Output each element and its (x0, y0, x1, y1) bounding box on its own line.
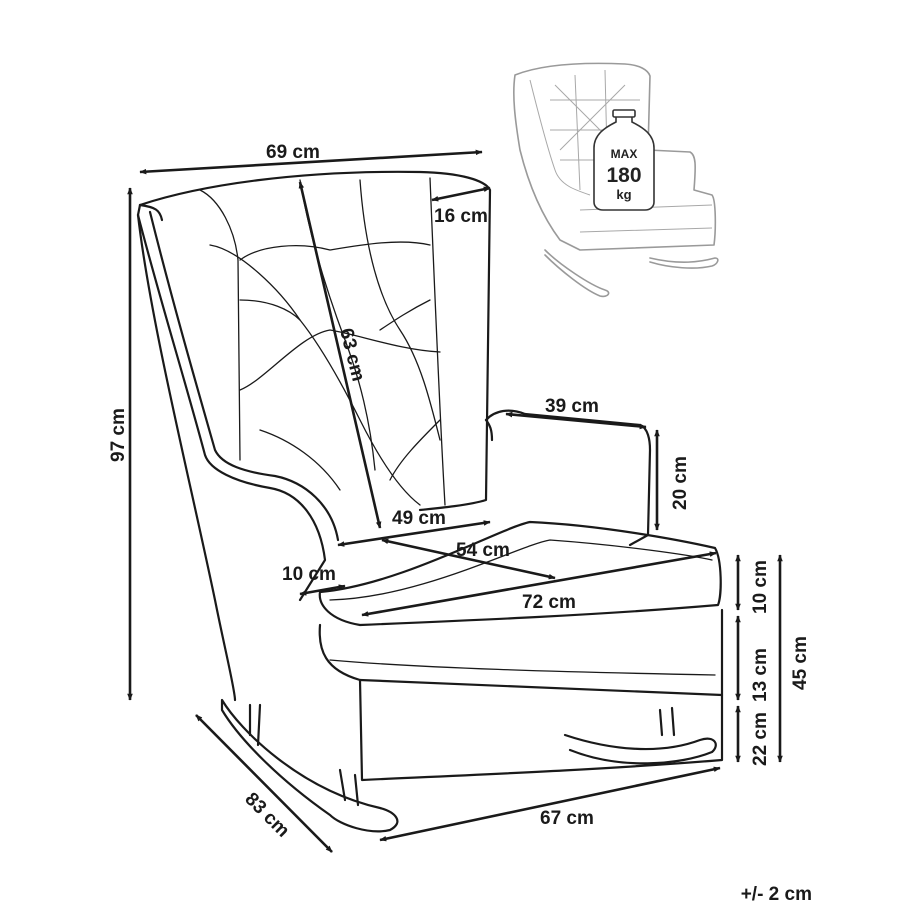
label-total-depth: 83 cm (240, 789, 293, 842)
dim-line-seat-width (361, 551, 717, 617)
dim-line-backrest-height (298, 181, 382, 529)
label-armrest-length: 39 cm (545, 396, 599, 417)
label-seat-depth: 54 cm (456, 540, 510, 561)
max-load-thumbnail: MAX 180 kg (513, 62, 719, 298)
label-total-height: 97 cm (108, 408, 129, 462)
dim-line-backrest-width (337, 520, 491, 547)
label-total-width: 69 cm (266, 142, 320, 163)
label-seat-base-height: 13 cm (750, 648, 771, 702)
dim-line-armrest-width (299, 584, 346, 596)
dim-line-wing-depth (431, 186, 491, 202)
max-load-unit: kg (616, 187, 631, 202)
label-seat-width: 72 cm (522, 592, 576, 613)
dimension-lines (127, 149, 783, 853)
label-base-width: 67 cm (540, 808, 594, 829)
dim-line-base-width (379, 766, 721, 842)
dim-line-total-depth (195, 714, 333, 853)
max-load-value: 180 (606, 164, 641, 187)
label-leg-height: 22 cm (750, 712, 771, 766)
chair-illustration (136, 170, 724, 833)
label-cushion-height: 10 cm (750, 560, 771, 614)
label-seat-height: 45 cm (790, 636, 811, 690)
label-armrest-width: 10 cm (282, 564, 336, 585)
weight-icon (593, 109, 655, 211)
label-backrest-width: 49 cm (392, 508, 446, 529)
label-armrest-height: 20 cm (670, 456, 691, 510)
dim-line-armrest-length (505, 411, 647, 430)
label-wing-depth: 16 cm (434, 206, 488, 227)
max-load-label: MAX (611, 147, 638, 161)
dim-line-total-width (139, 149, 483, 175)
dimension-labels: 69 cm 16 cm 63 cm 97 cm 39 cm 20 cm 49 c… (108, 142, 811, 842)
tolerance-note: +/- 2 cm (740, 884, 812, 905)
